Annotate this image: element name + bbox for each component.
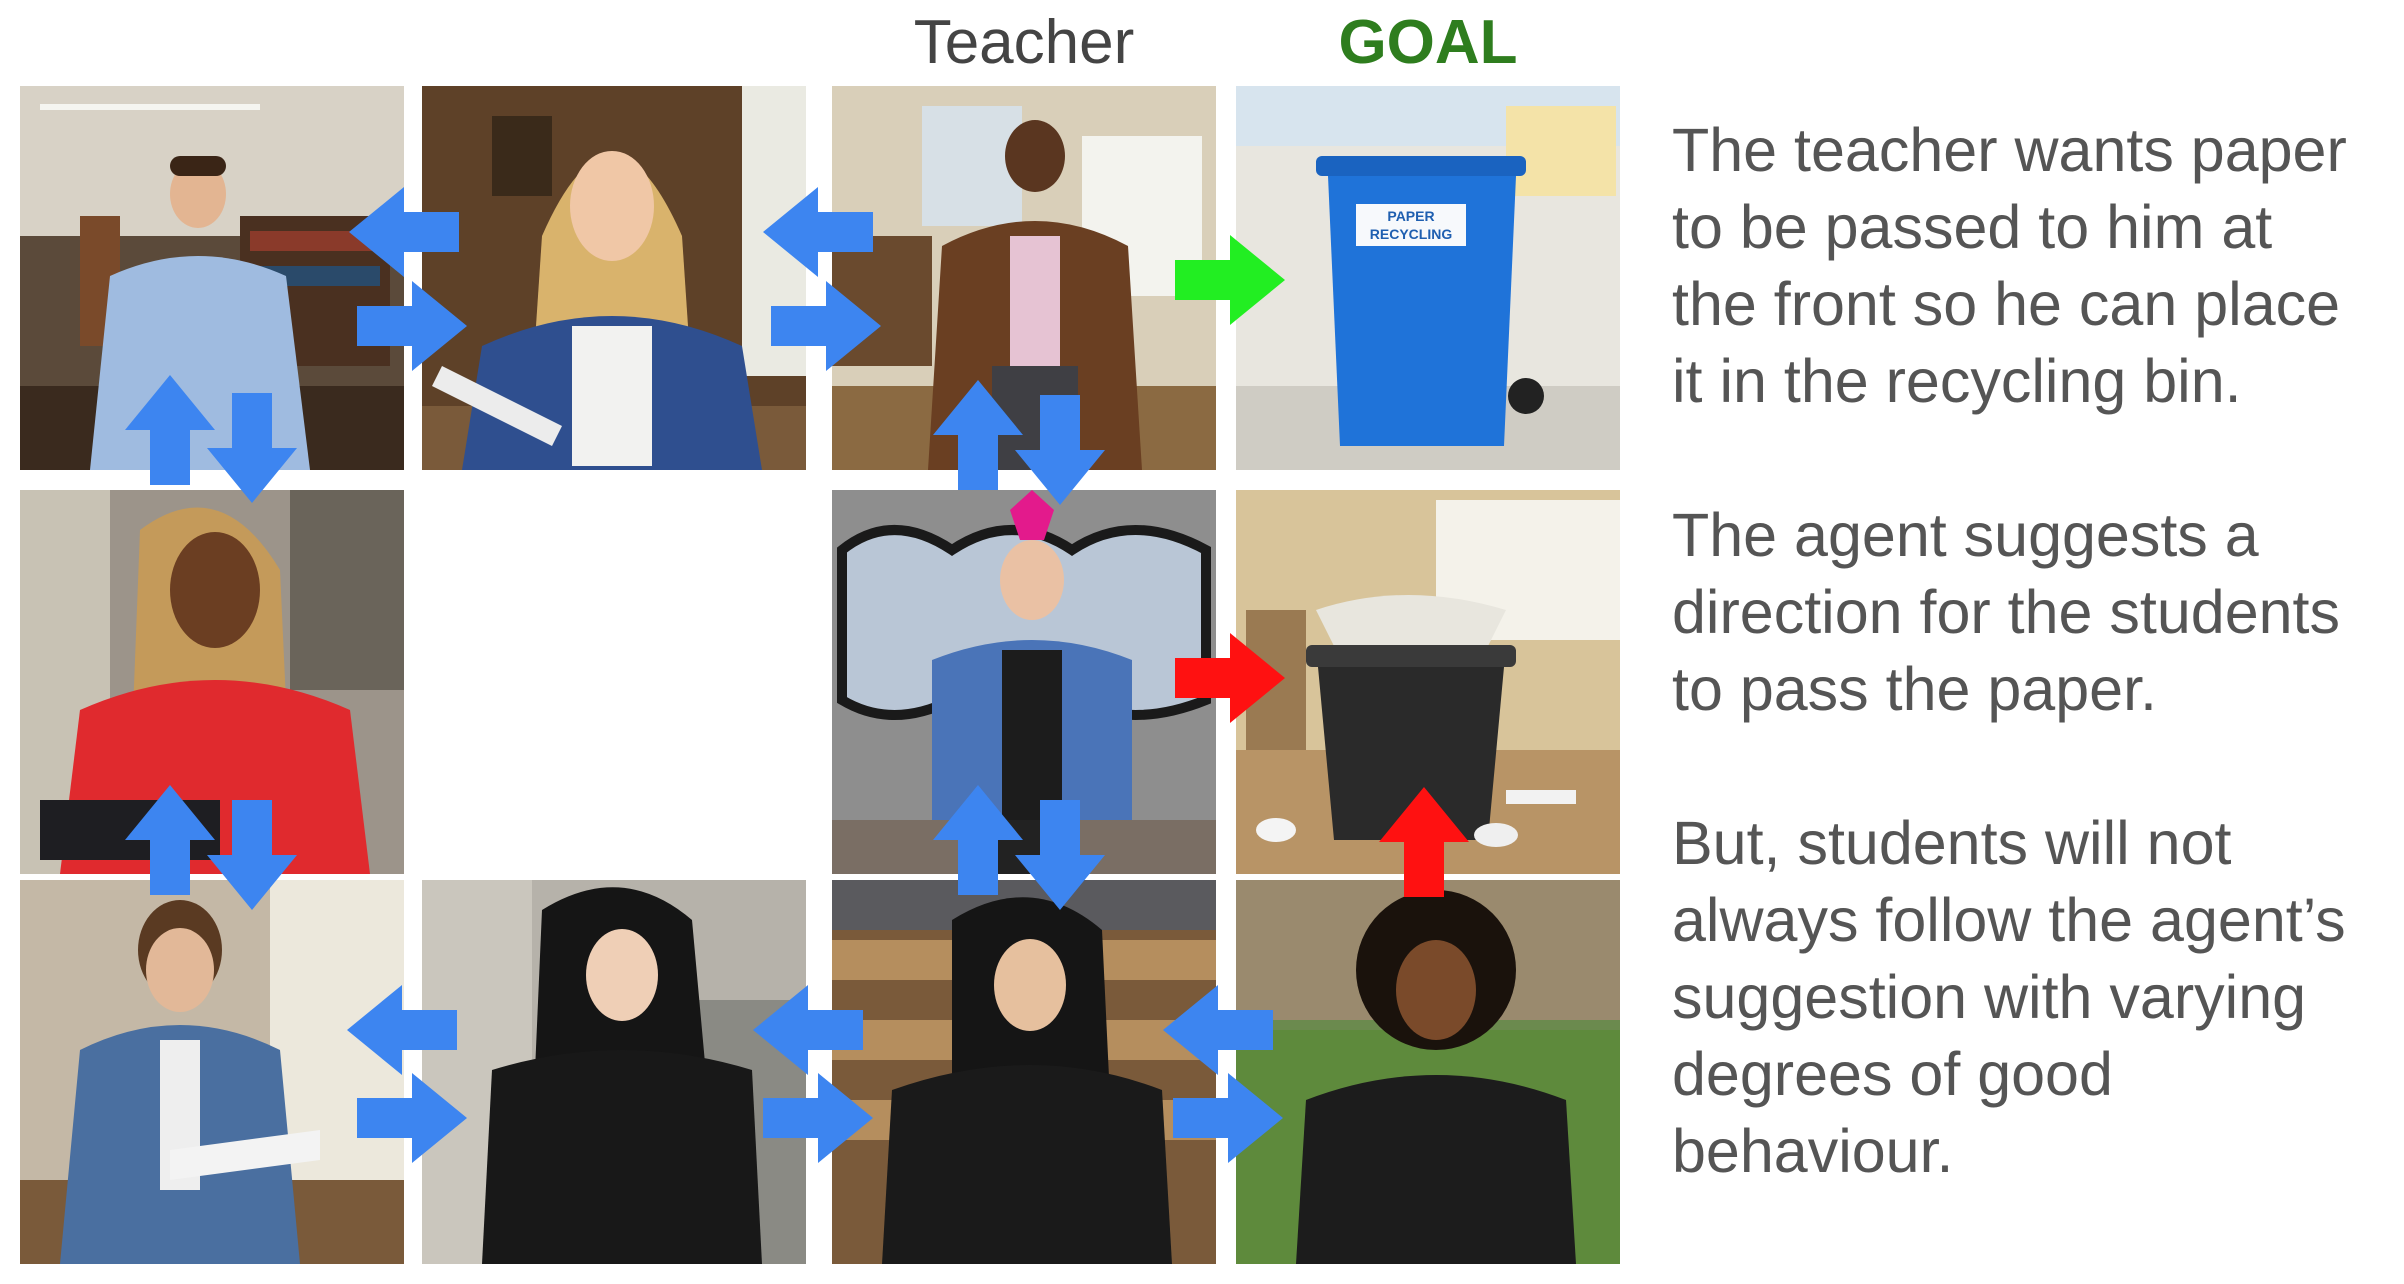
student-tile-library-man [20,86,404,470]
student-tile-blonde-woman [422,86,806,470]
description-paragraph-teacher: The teacher wants paper to be passed to … [1672,116,2347,415]
student-tile-red-hoodie [20,490,404,874]
bin-label-line2: RECYCLING [1370,226,1453,242]
description-text: The teacher wants paper to be passed to … [1672,112,2372,1190]
teacher-header: Teacher [913,8,1135,77]
student-tile-black-hair-girl [422,880,806,1264]
recycling-bin-tile: PAPER RECYCLING [1236,86,1620,470]
student-tile-reading-boy [20,880,404,1264]
teacher-tile [832,86,1216,470]
bin-label-line1: PAPER [1387,208,1434,224]
student-tile-curly-hair-girl [1236,880,1620,1264]
student-tile-long-hair-boy [832,880,1216,1264]
description-paragraph-students: But, students will not always follow the… [1672,809,2346,1185]
description-paragraph-agent: The agent suggests a direction for the s… [1672,501,2340,723]
student-tile-punk [832,490,1216,874]
goal-header: GOAL [1338,8,1518,77]
trash-bin-tile [1236,490,1620,874]
